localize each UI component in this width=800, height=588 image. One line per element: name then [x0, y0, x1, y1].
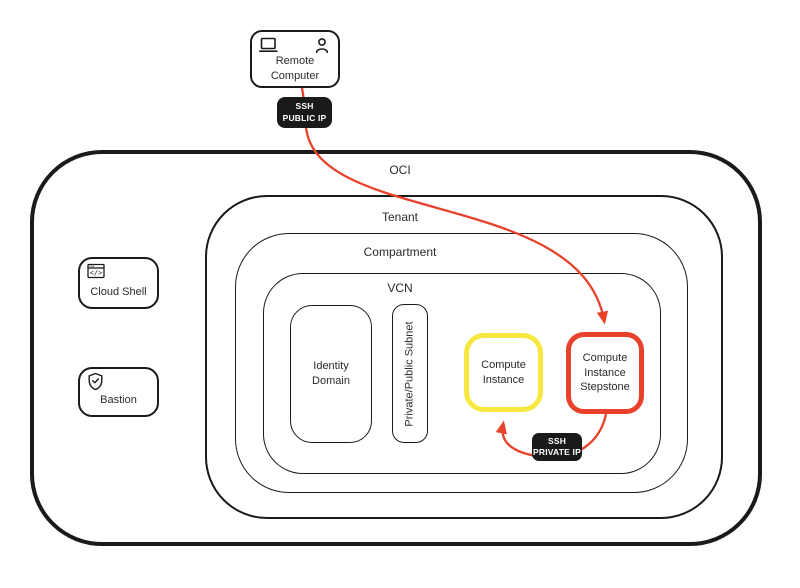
- laptop-icon: [259, 37, 279, 58]
- cloud-shell-label: Cloud Shell: [90, 286, 147, 298]
- compute-instance-label: Compute Instance: [481, 358, 526, 386]
- bastion-label: Bastion: [100, 393, 137, 406]
- identity-domain-label: Identity Domain: [312, 360, 350, 387]
- compute-instance-stepstone-node: Compute Instance Stepstone: [566, 332, 644, 414]
- stepstone-label: Compute Instance Stepstone: [580, 351, 630, 394]
- subnet-label: Private/Public Subnet: [404, 320, 417, 427]
- ssh-public-line1: SSH: [295, 101, 314, 112]
- compute-instance-node: Compute Instance: [464, 333, 543, 412]
- person-icon: [313, 37, 331, 59]
- ssh-private-ip-badge: SSH PRIVATE IP: [532, 433, 582, 461]
- svg-text:</>: </>: [90, 269, 103, 277]
- tenant-label: Tenant: [381, 210, 419, 224]
- remote-computer-label: Remote Computer: [270, 55, 320, 82]
- identity-domain-node: Identity Domain: [290, 305, 372, 443]
- remote-computer-node: Remote Computer: [250, 30, 340, 88]
- ssh-public-ip-badge: SSH PUBLIC IP: [277, 97, 332, 128]
- cloud-shell-node: </> Cloud Shell: [78, 257, 159, 309]
- code-window-icon: </>: [87, 263, 105, 285]
- ssh-private-line2: PRIVATE IP: [533, 447, 581, 457]
- subnet-node: Private/Public Subnet: [392, 304, 428, 443]
- ssh-private-line1: SSH: [547, 435, 567, 446]
- shield-check-icon: [87, 372, 150, 396]
- ssh-public-line2: PUBLIC IP: [282, 112, 327, 123]
- bastion-node: Bastion: [78, 367, 159, 417]
- oci-label: OCI: [389, 163, 411, 177]
